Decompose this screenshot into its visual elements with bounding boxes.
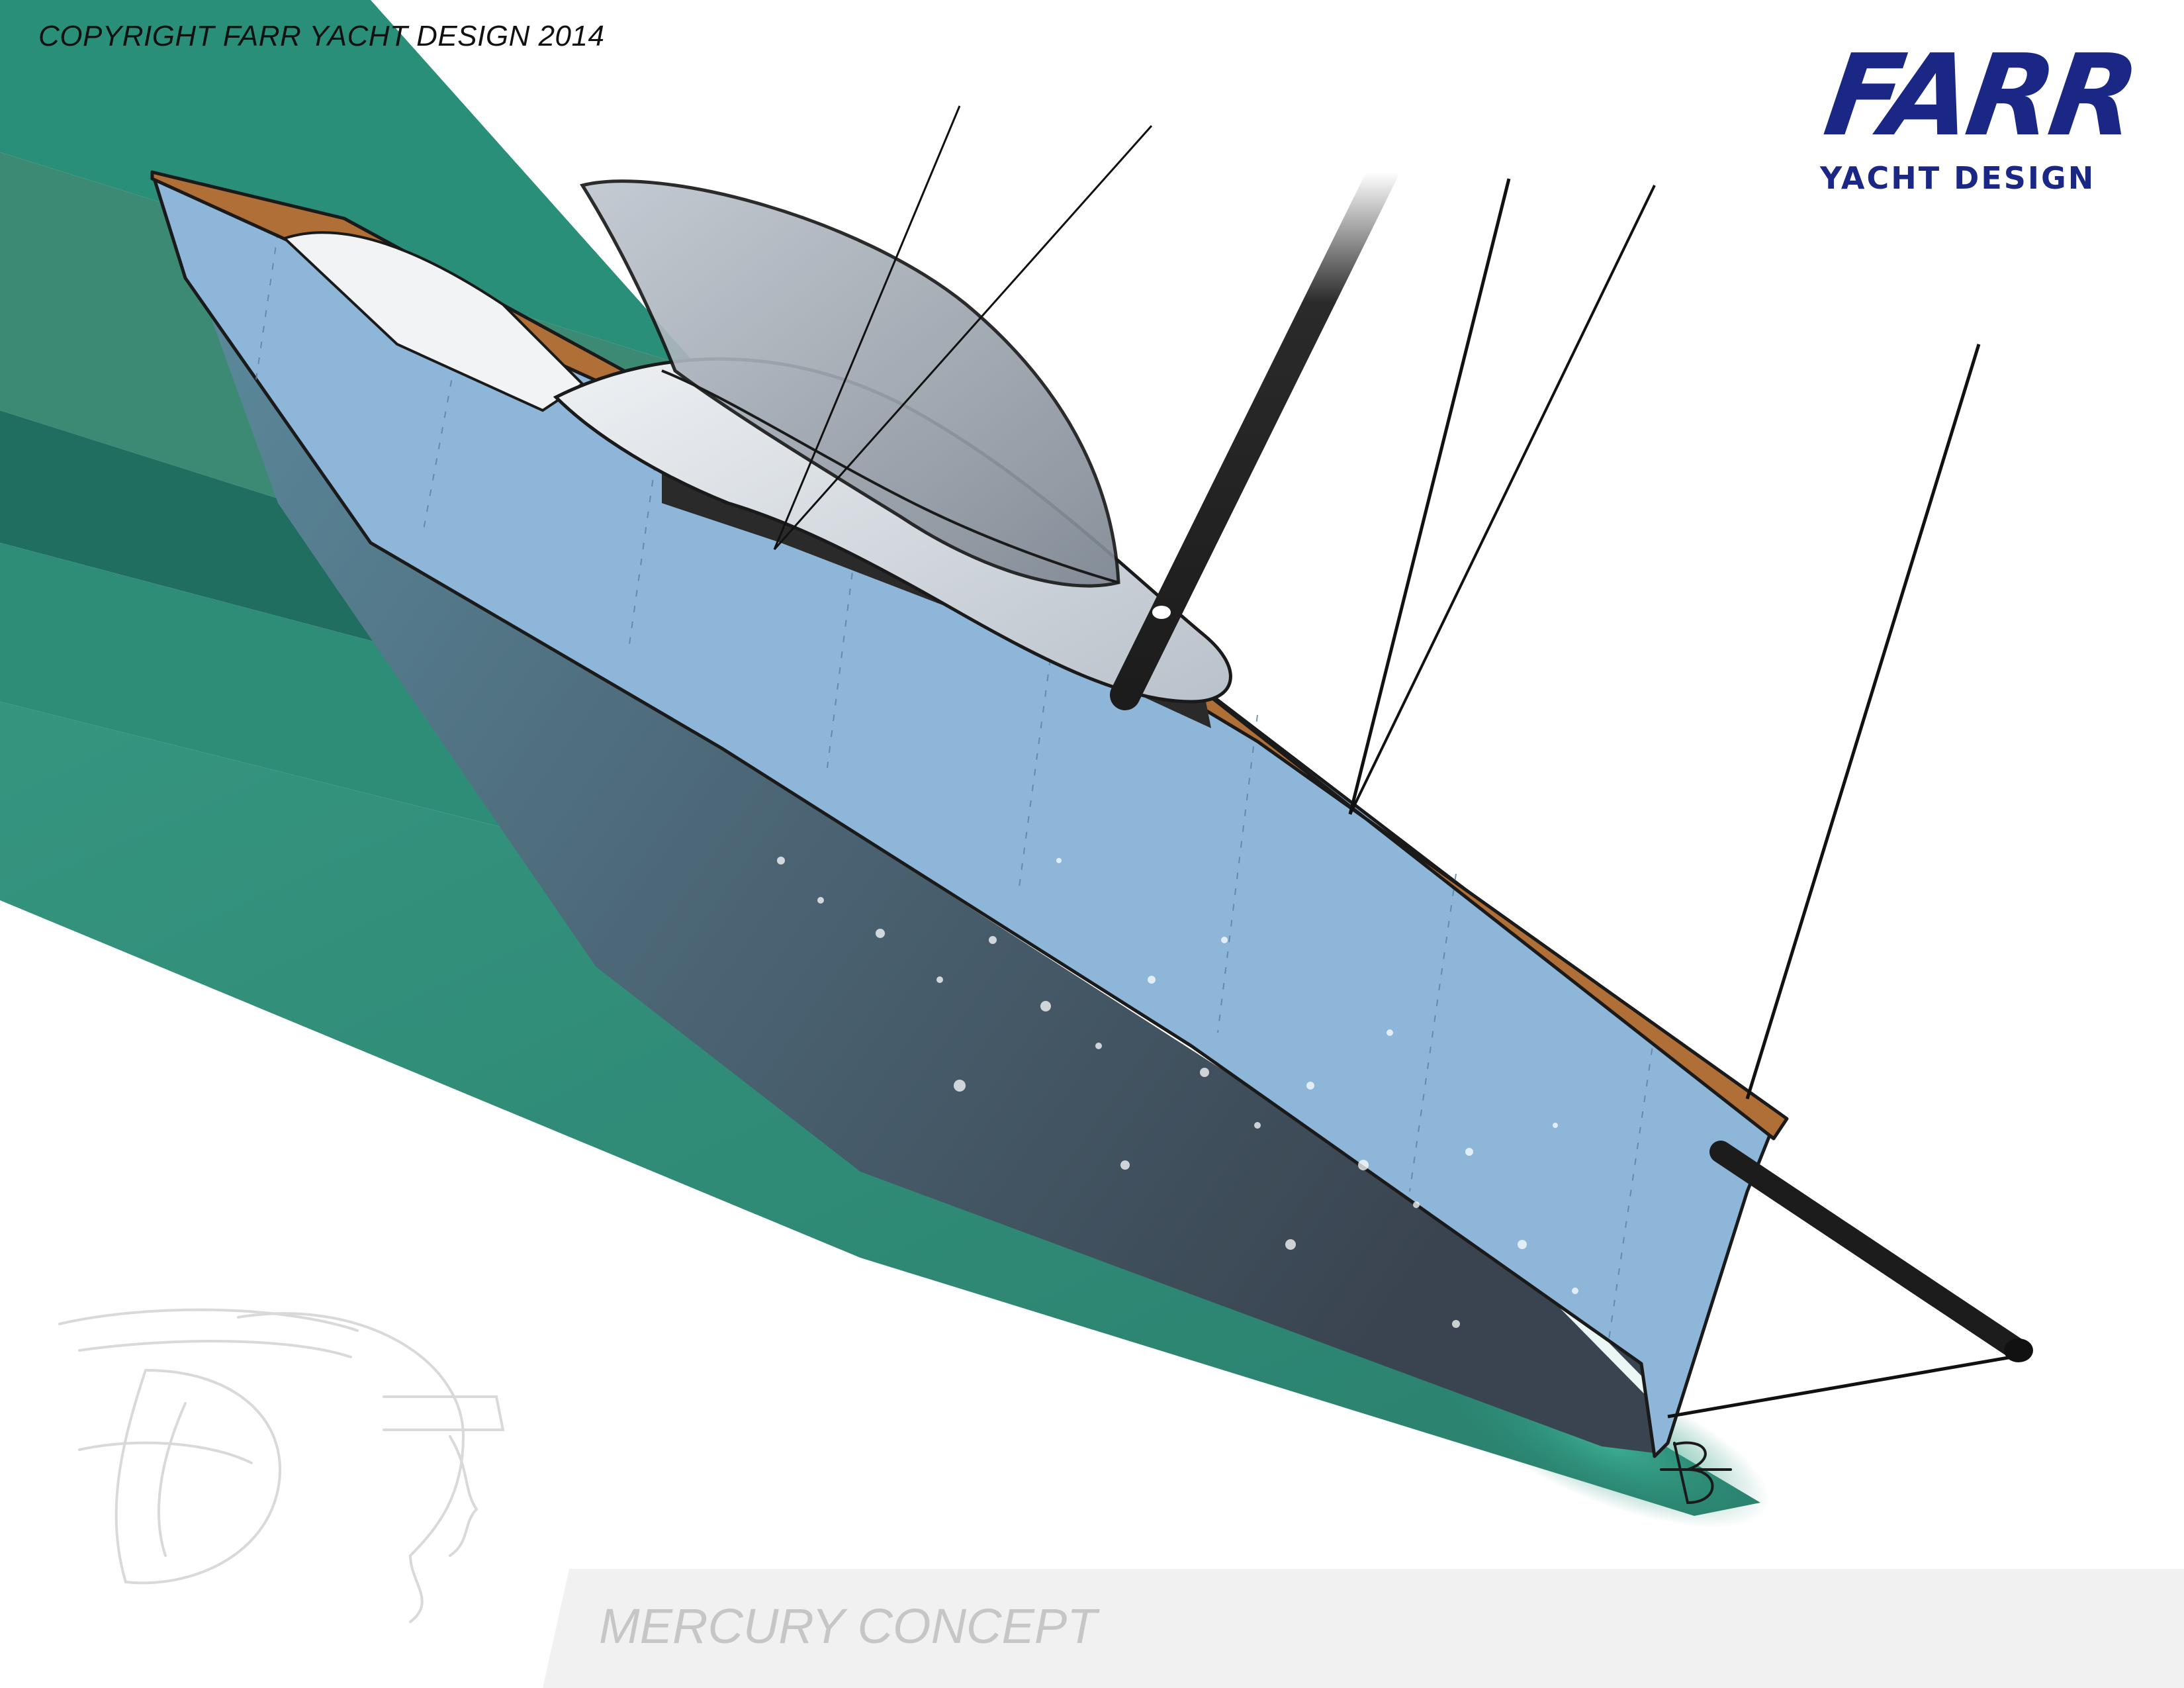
caption-bar xyxy=(543,1569,2184,1688)
spray-particles xyxy=(777,857,1578,1328)
designer-head-monogram-watermark-icon xyxy=(58,1308,505,1623)
concept-title: MERCURY CONCEPT xyxy=(599,1599,1097,1654)
sea-streak-upper xyxy=(0,0,702,371)
logo-wordmark: FARR xyxy=(1817,30,2143,162)
copyright-text: COPYRIGHT FARR YACHT DESIGN 2014 xyxy=(38,20,605,52)
coachroof xyxy=(282,179,1232,728)
bobstay xyxy=(1667,1355,2013,1419)
rigging xyxy=(773,105,2013,1419)
hull-underside xyxy=(162,182,1655,1453)
logo-registered-mark: ® xyxy=(2114,66,2131,86)
runner-left xyxy=(773,105,961,550)
logo-tagline: YACHT DESIGN xyxy=(1820,160,2096,196)
windscreen-glass xyxy=(580,179,1120,588)
artist-signature-mark-icon xyxy=(1660,1441,1732,1504)
mast-base-highlight xyxy=(1152,606,1171,619)
shroud-aft xyxy=(1349,185,1656,815)
runner-right xyxy=(773,125,1153,550)
forestay xyxy=(1745,344,1981,1100)
coachroof-cockpit-white xyxy=(282,231,585,412)
windscreen-frame-line xyxy=(661,369,1119,584)
farr-logo: FARR ® YACHT DESIGN xyxy=(1813,30,2142,199)
bowsprit xyxy=(1709,1141,2030,1362)
shroud-forward xyxy=(1348,178,1511,815)
